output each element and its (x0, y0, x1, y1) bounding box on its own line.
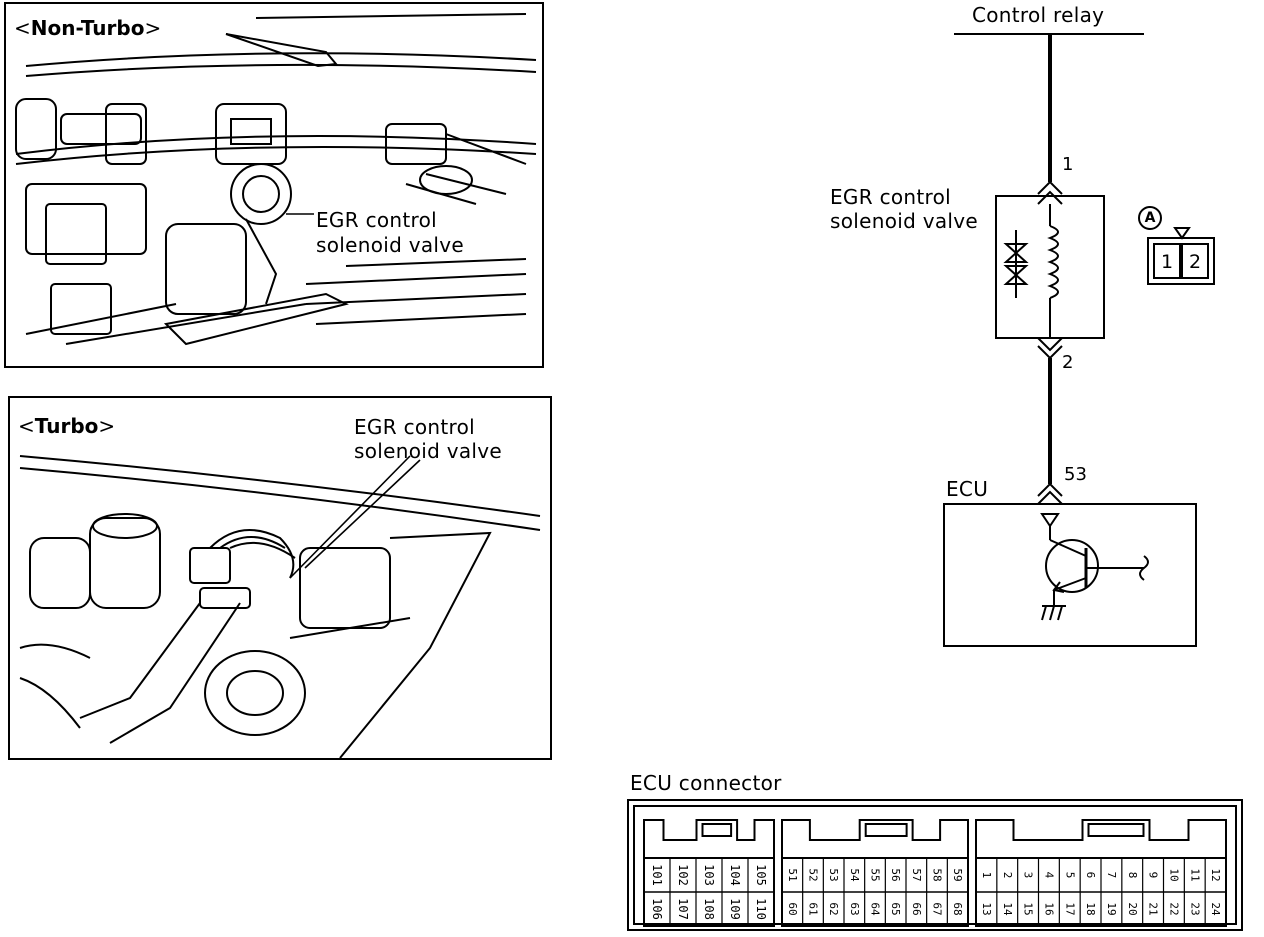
connector-pin-number: 52 (807, 868, 820, 881)
connector-pin-number: 23 (1188, 902, 1201, 915)
connector-block-outline (781, 819, 969, 927)
connector-pin-number: 5 (1063, 872, 1076, 879)
connector-pin-number: 14 (1001, 902, 1014, 916)
connector-pin-number: 15 (1022, 902, 1035, 915)
connector-block-outline (975, 819, 1227, 927)
connector-pin-number: 22 (1167, 902, 1180, 915)
connector-pin-number: 3 (1022, 872, 1035, 879)
connector-block-outline (643, 819, 775, 927)
non-turbo-component-label-line1: EGR control (316, 208, 438, 232)
connector-pin-number: 105 (754, 864, 768, 886)
turbo-component-label-line2: solenoid valve (354, 439, 503, 463)
connector-block-key (701, 823, 733, 837)
connector-pin-number: 58 (931, 868, 944, 881)
connector-pin-number: 106 (650, 898, 664, 920)
connector-pin-number: 17 (1063, 902, 1076, 915)
connector-block-key (1087, 823, 1145, 837)
connector-pin-number: 60 (786, 902, 799, 915)
turbo-title: <Turbo> (18, 414, 116, 438)
connector-pin-number: 16 (1042, 902, 1055, 915)
solenoid-pin-1: 1 (1062, 154, 1074, 175)
connector-pin-number: 21 (1147, 902, 1160, 915)
connector-id-circle: A (1138, 206, 1162, 230)
connector-pin-number: 18 (1084, 902, 1097, 915)
connector-pin-number: 64 (869, 902, 882, 916)
connector-pin-number: 2 (1001, 872, 1014, 879)
connector-pin-number: 10 (1167, 868, 1180, 881)
schematic-component-label-line2: solenoid valve (830, 209, 979, 233)
connector-pin-number: 56 (889, 868, 902, 881)
connector-pin-number: 110 (754, 898, 768, 920)
ecu-pin-53: 53 (1064, 464, 1087, 485)
schematic-component-label-line1: EGR control (830, 185, 952, 209)
ecu-connector-label: ECU connector (630, 771, 782, 795)
turbo-panel: <Turbo> EGR control solenoid valve (8, 396, 552, 760)
connector-pin-number: 104 (728, 864, 742, 886)
connector-pin-number: 62 (827, 902, 840, 915)
connector-pin-number: 101 (650, 864, 664, 886)
connector-a-pin-2: 2 (1189, 251, 1202, 273)
connector-pin-number: 51 (786, 868, 799, 881)
connector-pin-number: 9 (1147, 872, 1160, 879)
non-turbo-component-label-line2: solenoid valve (316, 233, 465, 257)
connector-pin-number: 63 (848, 902, 861, 915)
connector-pin-number: 108 (702, 898, 716, 920)
connector-pin-number: 11 (1188, 868, 1201, 881)
connector-pin-number: 68 (951, 902, 964, 915)
wiring-schematic: Control relay EGR control solenoid valve… (820, 0, 1240, 660)
connector-a-pin-1: 1 (1161, 251, 1174, 273)
connector-pin-number: 1 (980, 872, 993, 879)
connector-pin-number: 12 (1209, 868, 1222, 881)
ecu-label: ECU (946, 477, 989, 501)
connector-pin-number: 103 (702, 864, 716, 886)
connector-pin-number: 61 (807, 902, 820, 915)
connector-pin-number: 66 (910, 902, 923, 915)
connector-pin-number: 24 (1209, 902, 1222, 916)
schematic-drawing (943, 33, 1215, 647)
connector-pin-number: 102 (676, 864, 690, 886)
non-turbo-engine-illustration (15, 13, 537, 346)
control-relay-label: Control relay (972, 3, 1105, 27)
non-turbo-panel: <Non-Turbo> EGR control solenoid valve (4, 2, 544, 368)
connector-pin-number: 55 (869, 868, 882, 881)
connector-pin-number: 107 (676, 898, 690, 920)
connector-pin-number: 109 (728, 898, 742, 920)
connector-pin-number: 19 (1105, 902, 1118, 915)
connector-pin-number: 13 (980, 902, 993, 915)
connector-pin-number: 67 (931, 902, 944, 915)
connector-pin-number: 57 (910, 868, 923, 881)
connector-pin-number: 65 (889, 902, 902, 915)
connector-pin-number: 59 (951, 868, 964, 881)
connector-block-key (864, 823, 908, 837)
solenoid-pin-2: 2 (1062, 352, 1074, 373)
connector-pin-number: 7 (1105, 872, 1118, 879)
turbo-engine-illustration (19, 455, 541, 758)
connector-pin-number: 20 (1126, 902, 1139, 915)
connector-pin-number: 8 (1126, 872, 1139, 879)
connector-pin-number: 6 (1084, 872, 1097, 879)
connector-pin-number: 4 (1042, 872, 1055, 879)
connector-pin-number: 53 (827, 868, 840, 881)
turbo-component-label-line1: EGR control (354, 415, 476, 439)
non-turbo-title: <Non-Turbo> (14, 16, 162, 40)
connector-pin-number: 54 (848, 868, 861, 882)
